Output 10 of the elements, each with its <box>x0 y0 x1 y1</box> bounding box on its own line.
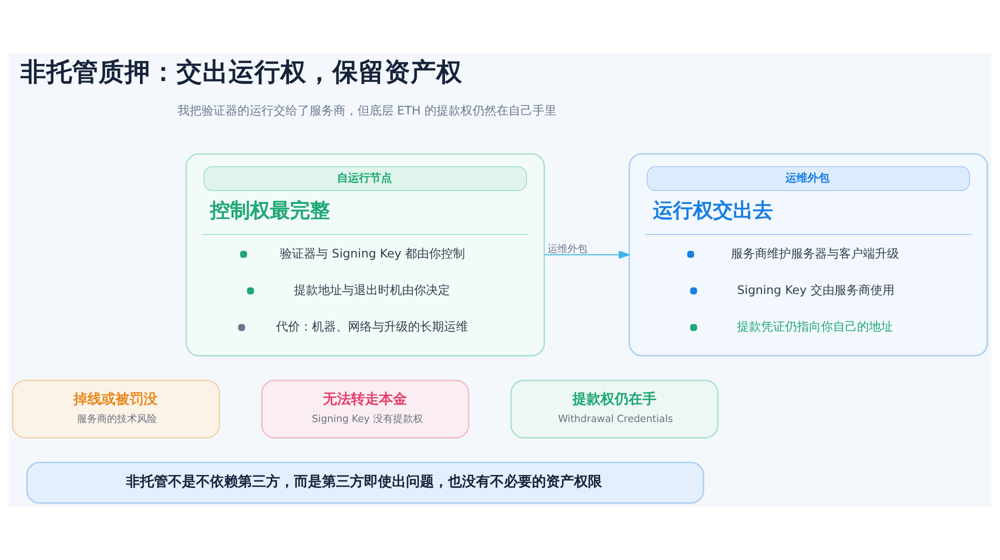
node-box: 提款权仍在手 Withdrawal Credentials <box>510 380 719 438</box>
diagram-title: 非托管质押：交出运行权，保留资产权 <box>20 57 463 88</box>
arrow <box>544 250 631 259</box>
label: 我把验证器的运行交给了服务商，但底层 ETH 的提款权仍然在自己手里 <box>177 103 557 118</box>
node-box: 非托管不是不依赖第三方，而是第三方即使出问题，也没有不必要的资产权限 <box>26 462 704 504</box>
edge-label: 运维外包 <box>548 244 588 255</box>
node-box: 自运行节点 控制权最完整 验证器与 Signing Key 都由你控制 提款地址与退出时机由你决定 代价：机器、网络与升级的长期运维 <box>186 153 545 356</box>
node-box: 运维外包 运行权交出去 服务商维护服务器与客户端升级 Signing Key 交由服务商使用 提款凭证仍指向你自己的地址 <box>628 153 988 356</box>
node-box: 无法转走本金 Signing Key 没有提款权 <box>261 380 470 438</box>
node-box: 掉线或被罚没 服务商的技术风险 <box>12 380 220 438</box>
